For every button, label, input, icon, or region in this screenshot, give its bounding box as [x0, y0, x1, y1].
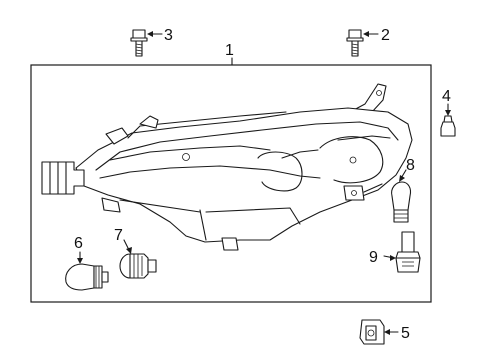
callout-1: 1	[225, 42, 234, 59]
callout-4: 4	[442, 88, 451, 105]
callout-9: 9	[369, 249, 378, 266]
callout-2: 2	[381, 27, 390, 44]
bulb-socket-assembly[interactable]	[395, 231, 421, 273]
callout-5: 5	[401, 325, 410, 342]
side-marker-bulb[interactable]	[65, 263, 109, 291]
callout-6: 6	[74, 235, 83, 252]
bolt-right[interactable]	[346, 29, 364, 57]
bulb-socket[interactable]	[119, 253, 157, 279]
headlamp-assembly[interactable]	[41, 83, 413, 251]
callout-3: 3	[164, 27, 173, 44]
callout-7: 7	[114, 227, 123, 244]
clip-nut[interactable]	[440, 115, 456, 137]
retainer-clip[interactable]	[359, 319, 385, 345]
turn-signal-bulb[interactable]	[391, 181, 412, 223]
bolt-left[interactable]	[130, 29, 148, 57]
assembly-frame	[30, 64, 432, 303]
leader-lines	[77, 31, 451, 335]
callout-8: 8	[406, 157, 415, 174]
